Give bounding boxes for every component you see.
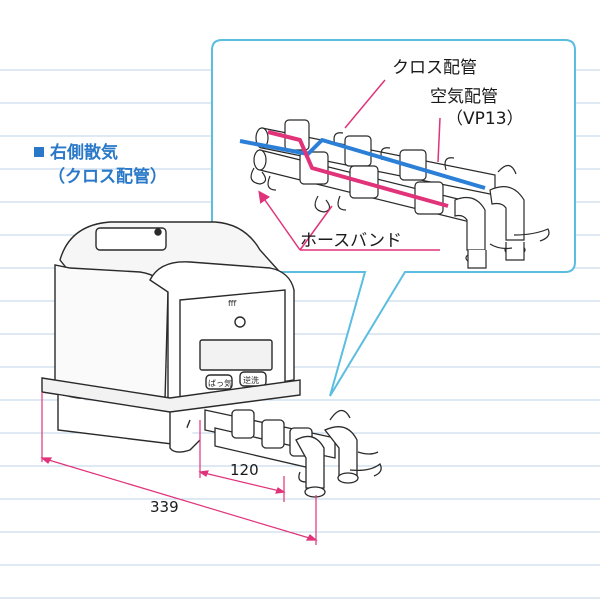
title-line2: （クロス配管） xyxy=(48,167,167,187)
callout-air-piping-spec: （VP13） xyxy=(446,109,524,129)
title-text: 右側散気 xyxy=(50,143,118,163)
dimension-339: 339 xyxy=(150,498,179,516)
backwash-button-label: 逆洗 xyxy=(243,375,259,385)
blower-unit xyxy=(41,221,301,453)
leader-lines xyxy=(258,79,441,251)
dimension-120: 120 xyxy=(230,461,259,479)
title-line1: 右側散気 xyxy=(34,142,118,164)
panel-logo: fff xyxy=(228,299,237,308)
callout-hose-band: ホースバンド xyxy=(300,231,402,251)
aeration-button-label: ばっ気 xyxy=(208,378,232,388)
unit-piping xyxy=(204,409,382,498)
dimension-lines xyxy=(40,392,318,545)
air-pipe-highlight xyxy=(239,138,486,190)
cross-pipe-highlight xyxy=(267,130,449,208)
callout-cross-piping: クロス配管 xyxy=(392,58,477,78)
title-bullet xyxy=(34,147,44,157)
callout-air-piping: 空気配管 xyxy=(430,87,498,107)
